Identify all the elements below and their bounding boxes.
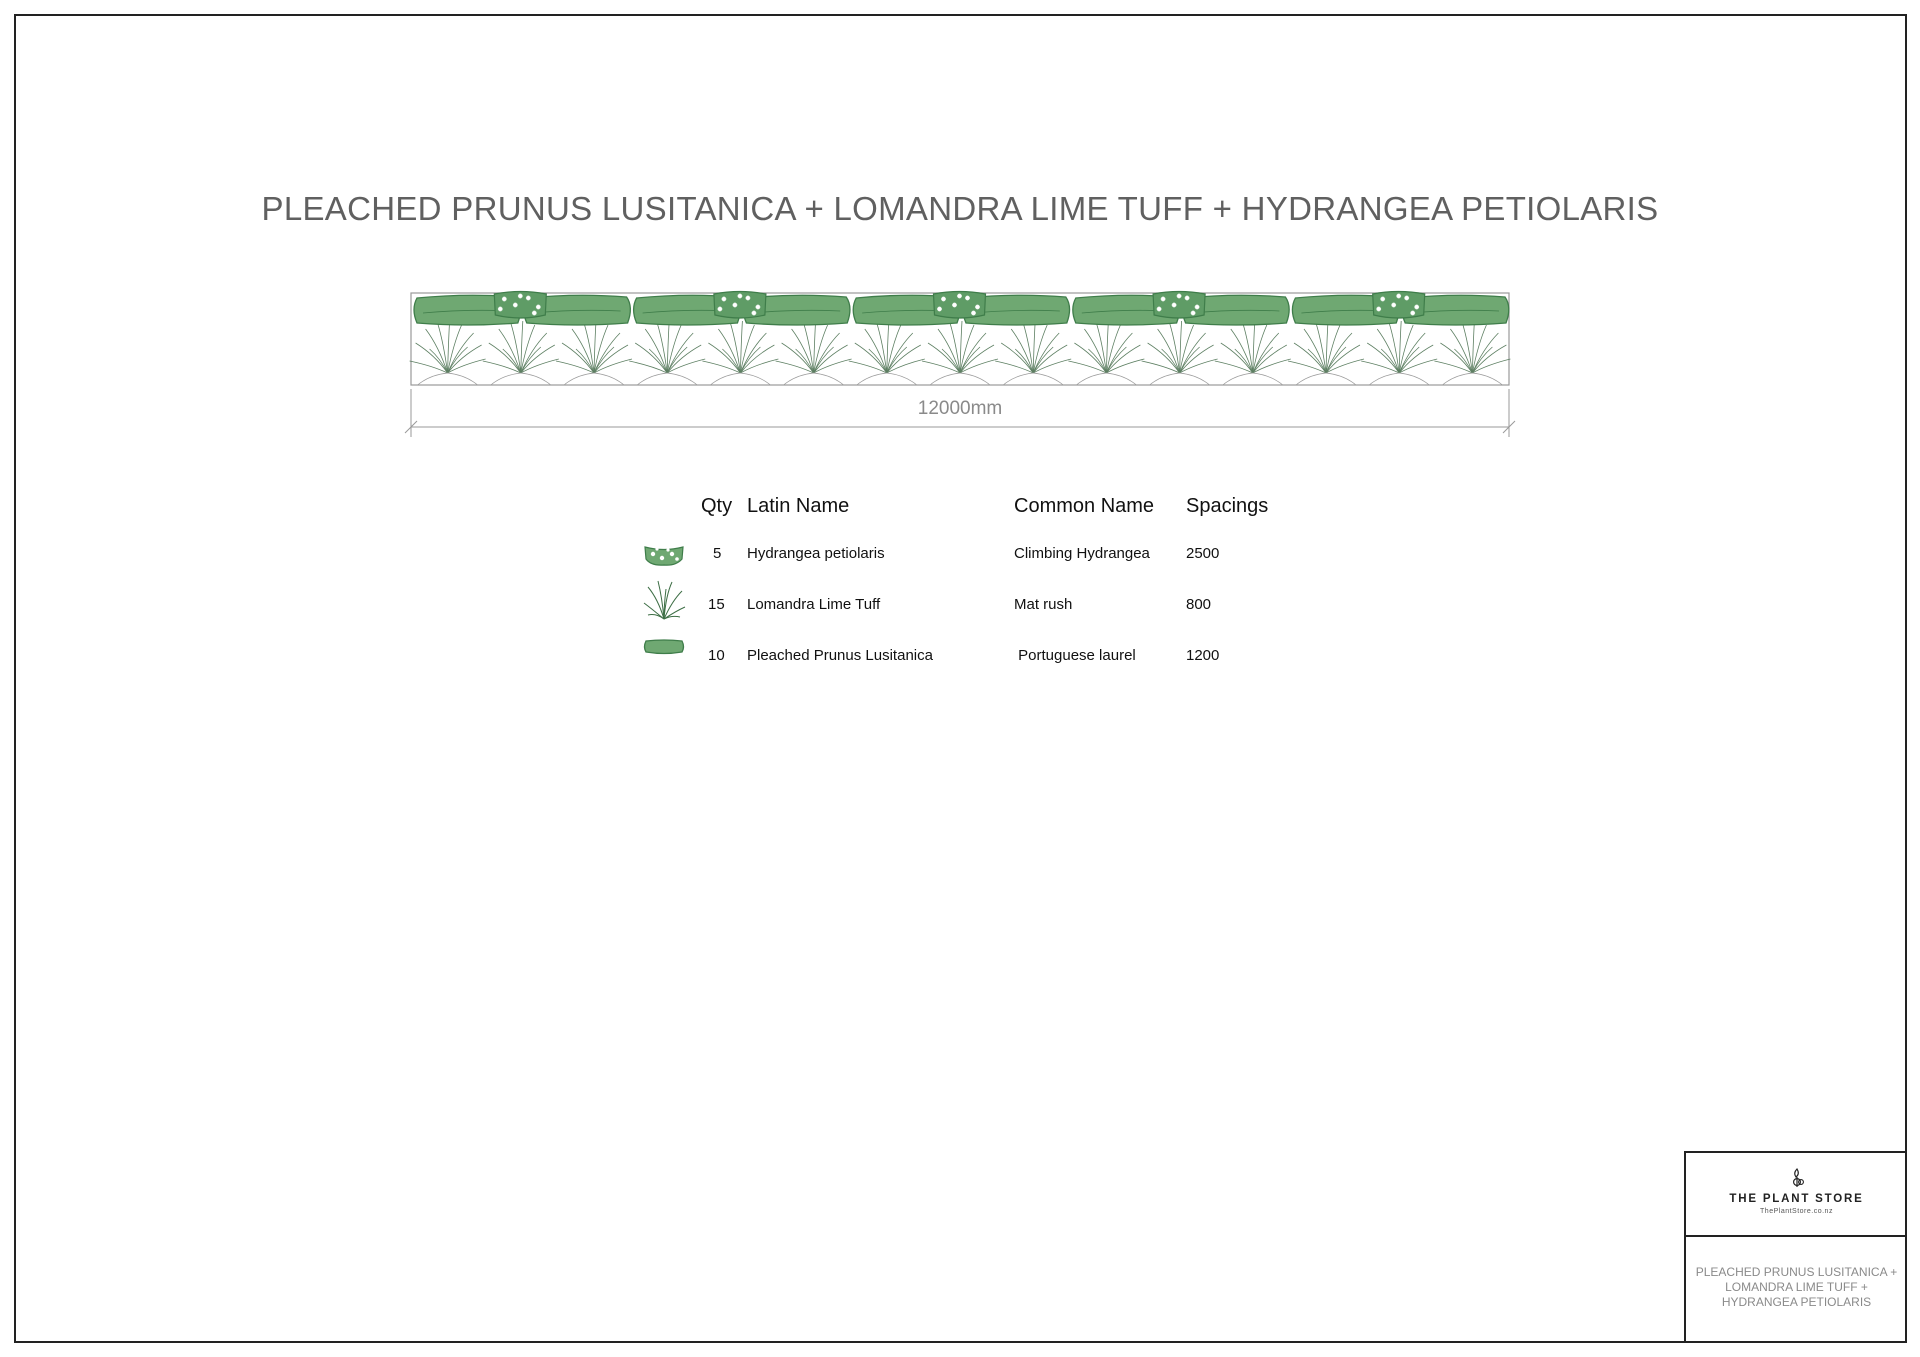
hydrangea-symbol	[932, 290, 987, 319]
lomandra-symbol	[1141, 320, 1218, 386]
lomandra-symbol	[409, 320, 486, 386]
lomandra-symbol	[921, 320, 999, 386]
lomandra-symbol	[702, 320, 779, 386]
planting-elevation: 12000mm	[404, 290, 1516, 437]
lomandra-symbol	[555, 320, 633, 386]
dimension-line	[404, 389, 1516, 437]
row-spacing: 1200	[1186, 647, 1220, 664]
hydrangea-symbol	[493, 290, 547, 319]
row-common-name: Portuguese laurel	[1014, 647, 1136, 664]
lomandra-symbol	[1287, 320, 1365, 386]
row-common-name: Climbing Hydrangea	[1014, 545, 1150, 562]
plant-store-logo-icon	[1792, 1168, 1804, 1187]
dimension-label: 12000mm	[918, 398, 1003, 419]
drawing-title: PLEACHED PRUNUS LUSITANICA + LOMANDRA LI…	[261, 190, 1659, 227]
prunus-icon	[643, 639, 685, 655]
hydrangea-symbol	[713, 290, 767, 319]
lomandra-symbol	[1434, 320, 1511, 386]
lomandra-row	[409, 320, 1511, 386]
prunus-symbol	[1072, 294, 1180, 326]
row-spacing: 800	[1186, 596, 1212, 613]
spacings-header: Spacings	[1186, 495, 1269, 517]
row-common-name: Mat rush	[1014, 596, 1073, 613]
row-qty: 15	[708, 596, 725, 613]
common-name-header: Common Name	[1014, 495, 1155, 517]
prunus-hedge-row	[413, 294, 1510, 326]
drawing-sheet-border	[14, 14, 1907, 1343]
row-latin-name: Lomandra Lime Tuff	[747, 596, 881, 613]
row-latin-name: Pleached Prunus Lusitanica	[747, 647, 933, 664]
title-block-drawing-name: PLEACHED PRUNUS LUSITANICA + LOMANDRA LI…	[1695, 1265, 1898, 1309]
latin-name-header: Latin Name	[747, 495, 850, 517]
brand-url: ThePlantStore.co.nz	[1760, 1208, 1833, 1215]
lomandra-symbol	[482, 320, 559, 386]
lomandra-symbol	[1068, 320, 1145, 386]
lomandra-icon	[643, 580, 686, 620]
qty-header: Qty	[701, 495, 733, 517]
brand-logo-area: THE PLANT STORE ThePlantStore.co.nz	[1686, 1153, 1907, 1237]
hydrangea-symbol	[1152, 290, 1206, 319]
lomandra-symbol	[629, 320, 706, 386]
hydrangea-symbol	[1372, 290, 1426, 319]
lomandra-symbol	[1214, 320, 1291, 386]
title-block: THE PLANT STORE ThePlantStore.co.nz PLEA…	[1684, 1151, 1907, 1343]
lomandra-symbol	[848, 320, 925, 386]
row-qty: 5	[713, 545, 722, 562]
lomandra-symbol	[995, 320, 1072, 386]
row-spacing: 2500	[1186, 545, 1220, 562]
row-latin-name: Hydrangea petiolaris	[747, 545, 885, 562]
row-qty: 10	[708, 647, 725, 664]
brand-name: THE PLANT STORE	[1729, 1193, 1864, 1205]
hydrangea-row	[493, 290, 1426, 319]
lomandra-symbol	[1361, 320, 1438, 386]
prunus-symbol	[852, 294, 961, 326]
hydrangea-icon	[644, 546, 684, 566]
lomandra-symbol	[775, 320, 852, 386]
